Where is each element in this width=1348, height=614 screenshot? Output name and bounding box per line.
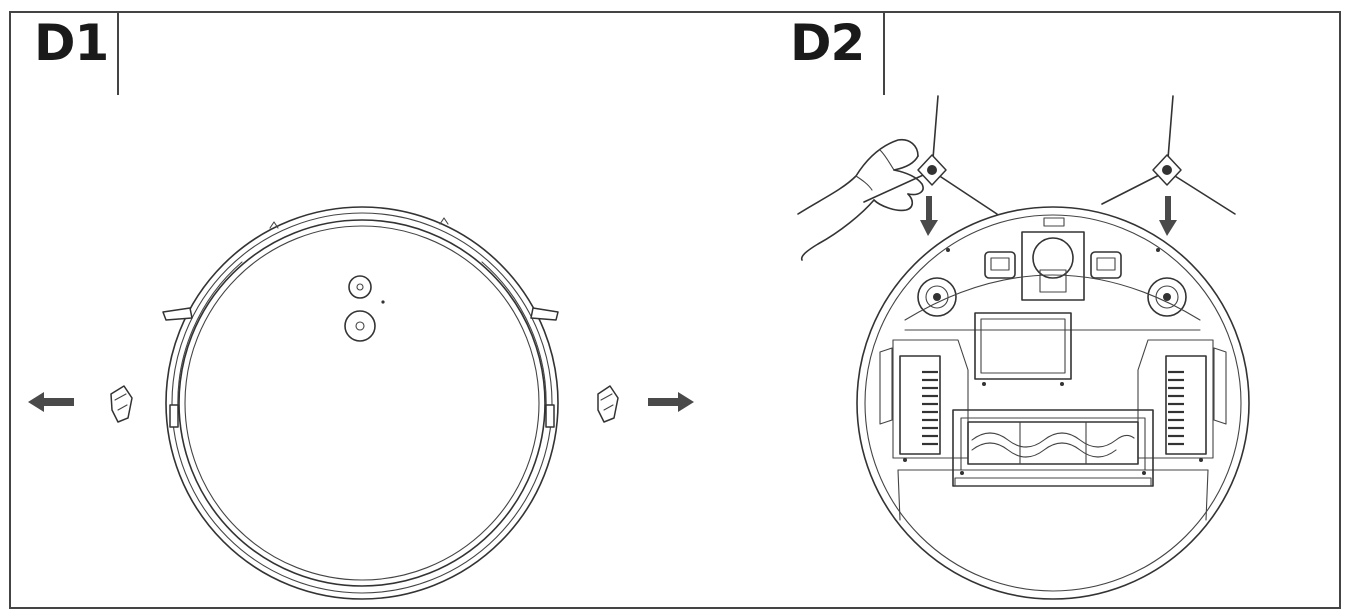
- right-wheel: [1165, 355, 1207, 455]
- left-wheel: [899, 355, 941, 455]
- arrow-right-icon: [648, 392, 694, 412]
- cliff-sensor-left: [984, 251, 1016, 279]
- right-side-tab: [530, 307, 559, 321]
- right-brush-socket: [1147, 277, 1187, 317]
- robot-lid: [178, 219, 546, 587]
- power-button: [348, 275, 372, 299]
- panel-label-d2: D2: [790, 14, 865, 72]
- right-side-brush: [1101, 95, 1236, 215]
- robot-underside-outer: [856, 206, 1250, 600]
- left-brush-clip: [110, 385, 133, 423]
- right-brush-clip: [597, 385, 619, 423]
- arrow-down-icon: [920, 196, 1177, 236]
- left-brush-socket: [917, 277, 957, 317]
- panel-label-d1: D1: [34, 14, 109, 72]
- battery-cover: [974, 312, 1072, 380]
- front-caster-wheel: [1032, 237, 1074, 279]
- arrow-left-icon: [28, 392, 74, 412]
- hand-icon: [797, 138, 924, 261]
- left-side-brush: [863, 95, 998, 215]
- robot-top-view: [162, 206, 559, 600]
- robot-body-outer: [165, 206, 559, 600]
- robot-bottom-view: [856, 206, 1250, 600]
- main-roller-brush: [967, 421, 1139, 465]
- home-button: [344, 310, 376, 342]
- left-side-tab: [162, 307, 193, 321]
- front-caster-housing: [1021, 231, 1085, 301]
- frame: [9, 11, 1341, 609]
- cliff-sensor-right: [1090, 251, 1122, 279]
